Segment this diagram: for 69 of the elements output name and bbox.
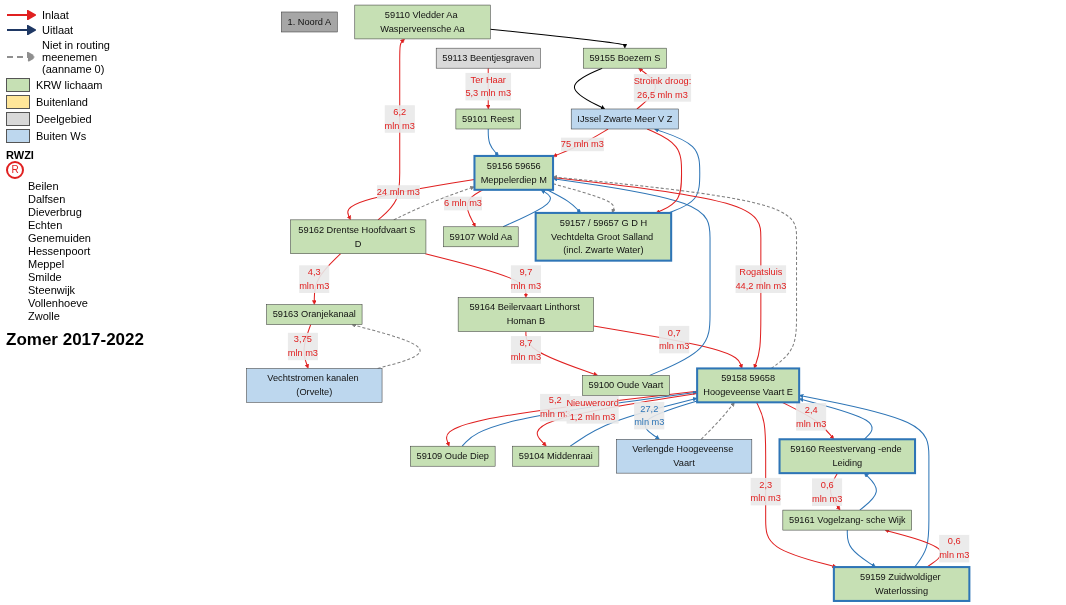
edge-label: 0,6 mln m3 (939, 535, 970, 560)
plant-name: Genemuiden (28, 232, 92, 244)
plant-name: Vollenhoeve (28, 297, 89, 309)
edge-label: 27,2 mln m3 (634, 402, 665, 427)
node-box: 59156 59656 Meppelerdiep M (473, 154, 555, 191)
marker-symbol: R (6, 161, 24, 179)
plant-name: Dalfsen (28, 193, 67, 205)
arrow (573, 67, 606, 109)
legend-label: Buitenland (36, 96, 88, 108)
arrow (859, 472, 877, 511)
legend-label: Uitlaat (42, 24, 74, 36)
arrow (700, 401, 735, 440)
plant-name: Zwolle (28, 310, 61, 322)
edge-label: 75 mln m3 (560, 138, 604, 149)
node-box: 59104 Middenraai (512, 445, 600, 466)
node-box: 59109 Oude Diep (410, 445, 496, 466)
edge-label: 2,4 mln m3 (796, 404, 827, 429)
edge-label: Stroink droog: 26,5 mln m3 (633, 75, 692, 100)
plant-name: Beilen (28, 180, 60, 192)
plant-name: Hessenpoort (28, 245, 92, 257)
arrow (487, 128, 499, 156)
node-box: 59158 59658 Hoogeveense Vaart E (696, 366, 801, 403)
legend-label: Niet in routing meenemen (aanname 0) (42, 39, 111, 75)
edge-label: 0,6 mln m3 (812, 479, 843, 504)
arrow (346, 178, 475, 220)
node-box: 59101 Reest (455, 108, 521, 129)
legend-label: Deelgebied (36, 113, 92, 125)
node-box: Verlengde Hoogeveense Vaart (616, 438, 753, 473)
section-heading: RWZI (6, 149, 35, 161)
edge-label: 0,7 mln m3 (659, 326, 690, 351)
edge-label: 24 mln m3 (376, 186, 420, 197)
edge-label: 9,7 mln m3 (510, 266, 542, 291)
node-box: IJssel Zwarte Meer V Z (570, 108, 679, 129)
node-box: 59155 Boezem S (583, 47, 667, 68)
edge-label: Ter Haar 5,3 mln m3 (465, 73, 512, 98)
node-box: 59163 Oranjekanaal (266, 303, 363, 325)
node-box: 59164 Beilervaart Linthorst Homan B (457, 296, 594, 332)
edge-label: 2,3 mln m3 (750, 478, 781, 503)
plant-name: Meppel (28, 258, 66, 270)
node-box: 59113 Beentjesgraven (435, 47, 541, 68)
arrow (646, 128, 683, 213)
arrow (552, 128, 609, 157)
node-box: 59160 Reestvervang -ende Leiding (778, 437, 917, 474)
plant-name: Smilde (28, 271, 63, 283)
legend-label: Buiten Ws (36, 130, 87, 142)
node-box: 1. Noord A (281, 11, 338, 32)
edge-label: 6,2 mln m3 (384, 106, 415, 131)
node-box: 59110 Vledder Aa Wasperveensche Aa (354, 4, 491, 39)
legend-label: Inlaat (42, 9, 69, 21)
node-box: 59161 Vogelzang- sche Wijk (782, 509, 912, 530)
arrow (654, 127, 701, 213)
edge-label: 4,3 mln m3 (299, 266, 330, 291)
node-box: 59162 Drentse Hoofdvaart S D (290, 219, 427, 254)
plant-name: Echten (28, 219, 64, 231)
node-box: Vechtstromen kanalen (Orvelte) (246, 367, 383, 403)
edge-label: 8,7 mln m3 (510, 337, 542, 362)
edge-label: Rogatsluis 44,2 mln m3 (735, 266, 787, 291)
legend-label: KRW lichaam (36, 79, 103, 91)
node-box: 59107 Wold Aa (443, 226, 519, 247)
arrow (489, 28, 628, 48)
plant-name: Steenwijk (28, 284, 77, 296)
edge-label: 3,75 mln m3 (287, 333, 318, 358)
node-box: 59157 / 59657 G D H Vechtdelta Groot Salland (incl. Zwarte Water) (534, 211, 673, 262)
plant-name: Dieverbrug (28, 206, 83, 218)
node-box: 59100 Oude Vaart (582, 374, 670, 396)
caption: Zomer 2017-2022 (6, 330, 144, 350)
arrow (846, 529, 876, 567)
edge-label: 6 mln m3 (443, 197, 482, 208)
node-box: 59159 Zuidwoldiger Waterlossing (832, 565, 971, 602)
